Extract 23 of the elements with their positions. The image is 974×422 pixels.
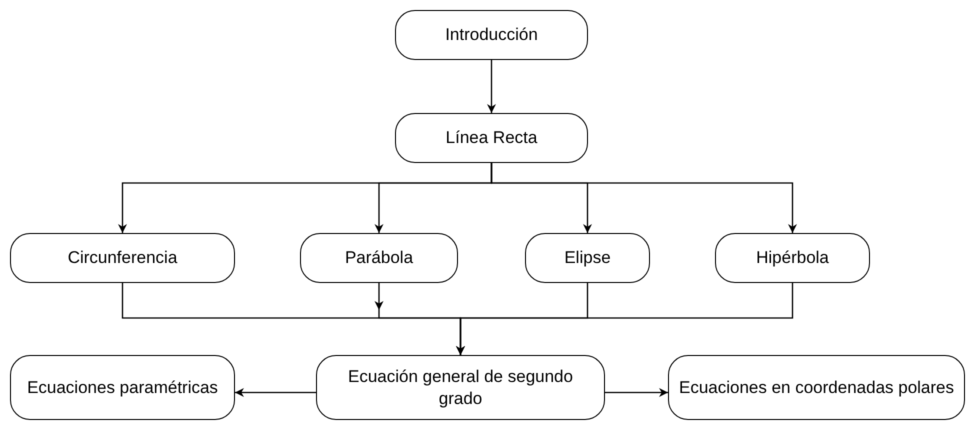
- process-box: [668, 355, 965, 420]
- process-box: [316, 355, 605, 420]
- process-box: [300, 233, 458, 283]
- arrow: [235, 388, 316, 397]
- arrow: [490, 163, 797, 233]
- arrow: [487, 60, 496, 113]
- box-label: Ecuaciones en coordenadas polares: [678, 376, 954, 398]
- process-box: [10, 233, 235, 283]
- box-label: Elipse: [564, 247, 611, 269]
- box-label: Parábola: [344, 247, 414, 269]
- box-label: Línea Recta: [446, 127, 538, 149]
- process-box: [395, 10, 588, 60]
- process-box: [395, 113, 588, 163]
- box-label: Ecuación general de segundo grado: [347, 366, 574, 410]
- process-box: [715, 233, 870, 283]
- arrow: [605, 388, 668, 397]
- process-box: [525, 233, 650, 283]
- arrow: [456, 283, 794, 355]
- box-label: Introducción: [445, 24, 538, 46]
- process-box: [10, 355, 235, 420]
- box-label: Ecuaciones paramétricas: [27, 376, 218, 398]
- box-label: Hipérbola: [756, 247, 829, 269]
- box-label: Circunferencia: [68, 247, 178, 269]
